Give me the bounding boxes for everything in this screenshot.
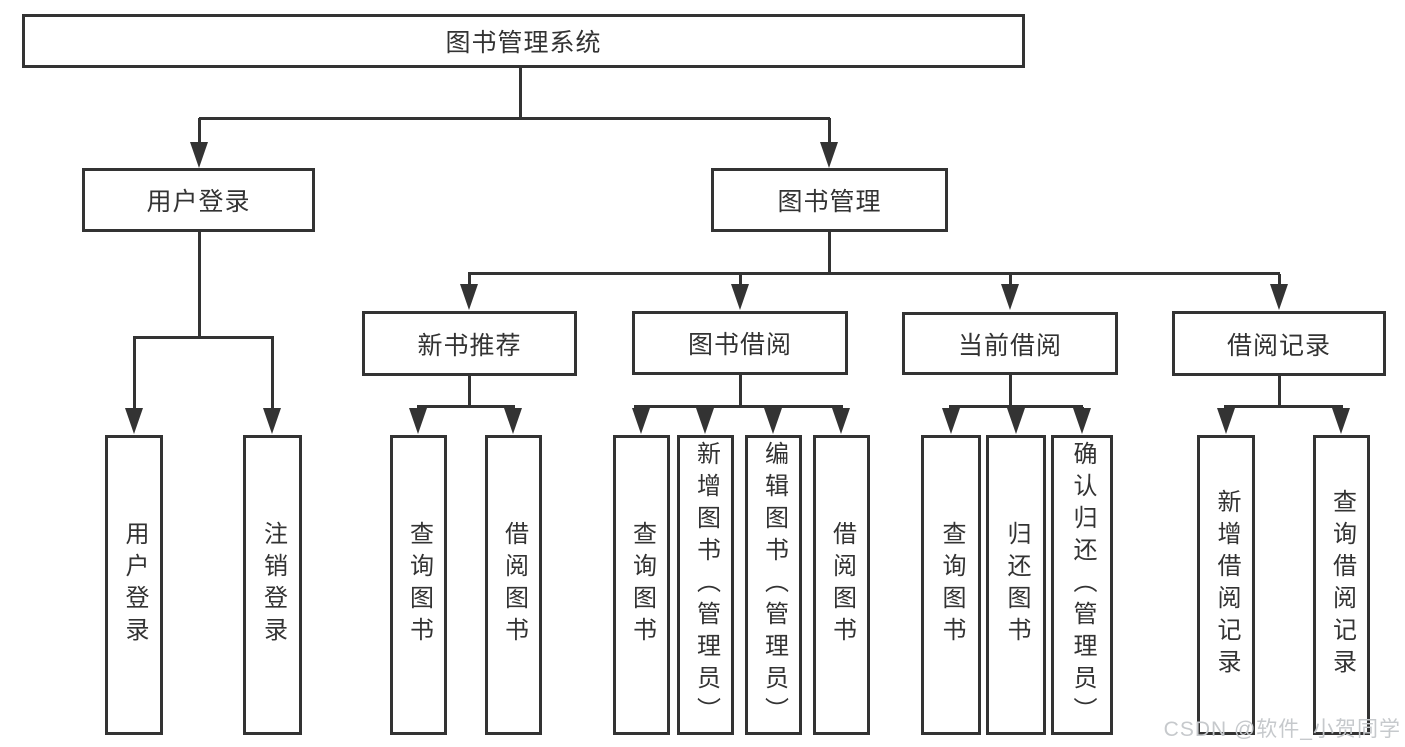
connector-line	[518, 66, 522, 120]
arrow-down-icon	[1073, 408, 1091, 434]
leaf-label: 查询图书	[628, 521, 656, 649]
connector-line	[417, 404, 515, 408]
arrow-down-icon	[1217, 408, 1235, 434]
node-new-book-recommendation: 新书推荐	[362, 311, 577, 376]
connector-line	[1277, 373, 1281, 408]
arrow-down-icon	[125, 408, 143, 434]
leaf-edit-book-admin: 编辑图书（管理员）	[745, 435, 802, 735]
connector-line	[132, 338, 136, 416]
leaf-user-login: 用户登录	[105, 435, 163, 735]
arrow-down-icon	[190, 142, 208, 168]
leaf-label: 借阅图书	[828, 521, 856, 649]
arrow-down-icon	[460, 284, 478, 310]
leaf-query-books-current: 查询图书	[921, 435, 981, 735]
arrow-down-icon	[1270, 284, 1288, 310]
node-current-borrowing: 当前借阅	[902, 312, 1118, 375]
arrow-down-icon	[263, 408, 281, 434]
node-book-management-system: 图书管理系统	[22, 14, 1025, 68]
arrow-down-icon	[504, 408, 522, 434]
connector-line	[133, 335, 274, 339]
arrow-down-icon	[409, 408, 427, 434]
leaf-borrow-books-recommend: 借阅图书	[485, 435, 542, 735]
leaf-label: 用户登录	[121, 521, 148, 649]
arrow-down-icon	[731, 284, 749, 310]
leaf-label: 编辑图书（管理员）	[760, 441, 788, 729]
connector-line	[197, 230, 201, 339]
leaf-add-borrow-record: 新增借阅记录	[1197, 435, 1255, 735]
leaf-label: 新增图书（管理员）	[692, 441, 720, 729]
arrow-down-icon	[942, 408, 960, 434]
connector-line	[738, 274, 742, 292]
leaf-label: 归还图书	[1003, 521, 1030, 649]
connector-line	[199, 116, 830, 120]
connector-line	[1008, 274, 1012, 292]
connector-line	[467, 373, 471, 408]
connector-line	[827, 230, 831, 275]
node-book-borrowing: 图书借阅	[632, 311, 848, 375]
leaf-label: 查询图书	[938, 521, 965, 649]
leaf-query-borrow-record: 查询借阅记录	[1313, 435, 1370, 735]
connector-line	[634, 404, 843, 408]
node-book-management: 图书管理	[711, 168, 948, 232]
arrow-down-icon	[832, 408, 850, 434]
arrow-down-icon	[764, 408, 782, 434]
connector-line	[949, 404, 1083, 408]
leaf-return-book: 归还图书	[986, 435, 1046, 735]
leaf-query-books-recommend: 查询图书	[390, 435, 447, 735]
connector-line	[270, 338, 274, 416]
leaf-label: 注销登录	[259, 521, 287, 649]
leaf-logout: 注销登录	[243, 435, 302, 735]
leaf-label: 确认归还（管理员）	[1069, 441, 1096, 729]
leaf-label: 新增借阅记录	[1213, 489, 1240, 681]
arrow-down-icon	[696, 408, 714, 434]
connector-line	[468, 271, 1280, 275]
leaf-label: 查询图书	[405, 521, 433, 649]
connector-line	[197, 118, 201, 150]
watermark: CSDN @软件_小贺同学	[1163, 718, 1401, 741]
arrow-down-icon	[632, 408, 650, 434]
connector-line	[738, 373, 742, 408]
arrow-down-icon	[820, 142, 838, 168]
leaf-label: 借阅图书	[500, 521, 528, 649]
node-borrowing-records: 借阅记录	[1172, 311, 1386, 376]
arrow-down-icon	[1332, 408, 1350, 434]
arrow-down-icon	[1001, 284, 1019, 310]
connector-line	[467, 274, 471, 292]
connector-line	[827, 118, 831, 150]
connector-line	[1277, 274, 1281, 292]
leaf-add-book-admin: 新增图书（管理员）	[677, 435, 734, 735]
connector-line	[1224, 404, 1343, 408]
arrow-down-icon	[1007, 408, 1025, 434]
leaf-confirm-return-admin: 确认归还（管理员）	[1051, 435, 1113, 735]
leaf-query-books-borrowing: 查询图书	[613, 435, 670, 735]
leaf-borrow-books-borrowing: 借阅图书	[813, 435, 870, 735]
node-user-login: 用户登录	[82, 168, 315, 232]
connector-line	[1008, 373, 1012, 408]
leaf-label: 查询借阅记录	[1328, 489, 1356, 681]
